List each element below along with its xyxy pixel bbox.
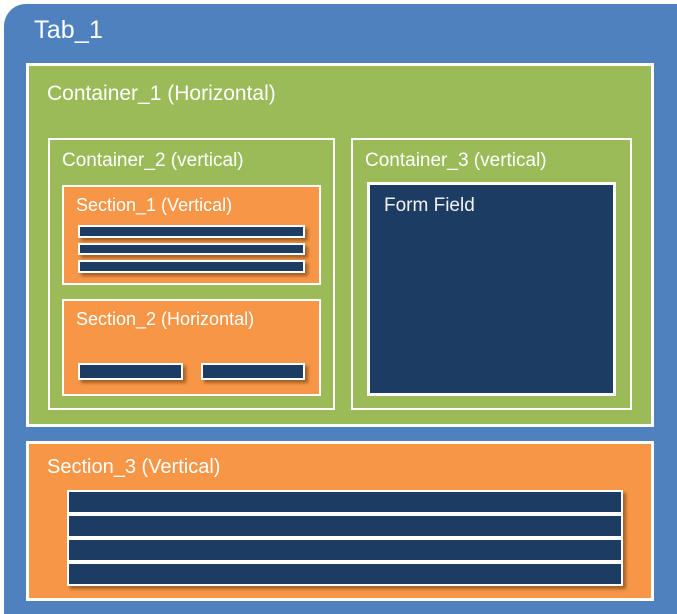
- section-2: Section_2 (Horizontal): [62, 299, 321, 396]
- section-2-field-1[interactable]: [78, 363, 183, 380]
- container-1-row: Container_2 (vertical) Section_1 (Vertic…: [48, 138, 632, 410]
- section-1-field-2[interactable]: [78, 242, 305, 256]
- section-3-field-4[interactable]: [67, 562, 623, 586]
- section-2-body: [78, 339, 305, 380]
- section-1-field-3[interactable]: [78, 260, 305, 274]
- section-3-body: [67, 490, 623, 586]
- section-3-field-3[interactable]: [67, 538, 623, 562]
- section-3-field-2[interactable]: [67, 514, 623, 538]
- section-1-body: [78, 225, 305, 274]
- section-1-field-1[interactable]: [78, 225, 305, 238]
- form-field[interactable]: Form Field: [367, 182, 616, 396]
- container-1-title: Container_1 (Horizontal): [47, 82, 276, 105]
- tab-panel-tab-1[interactable]: Tab_1 Container_1 (Horizontal) Container…: [4, 4, 677, 614]
- section-3: Section_3 (Vertical): [26, 441, 654, 601]
- section-3-title: Section_3 (Vertical): [47, 456, 221, 478]
- container-2-title: Container_2 (vertical): [62, 150, 244, 171]
- container-3-title: Container_3 (vertical): [365, 150, 547, 171]
- container-2: Container_2 (vertical) Section_1 (Vertic…: [48, 138, 335, 410]
- tab-title: Tab_1: [34, 16, 104, 44]
- form-field-label: Form Field: [384, 195, 475, 216]
- section-3-field-1[interactable]: [67, 490, 623, 514]
- section-2-title: Section_2 (Horizontal): [76, 309, 255, 329]
- container-2-body: Section_1 (Vertical) Section_2 (Horizont…: [62, 185, 321, 396]
- container-3: Container_3 (vertical) Form Field: [351, 138, 632, 410]
- section-2-field-2[interactable]: [200, 363, 305, 380]
- container-1: Container_1 (Horizontal) Container_2 (ve…: [26, 63, 654, 427]
- section-1: Section_1 (Vertical): [62, 185, 321, 285]
- section-1-title: Section_1 (Vertical): [76, 195, 233, 215]
